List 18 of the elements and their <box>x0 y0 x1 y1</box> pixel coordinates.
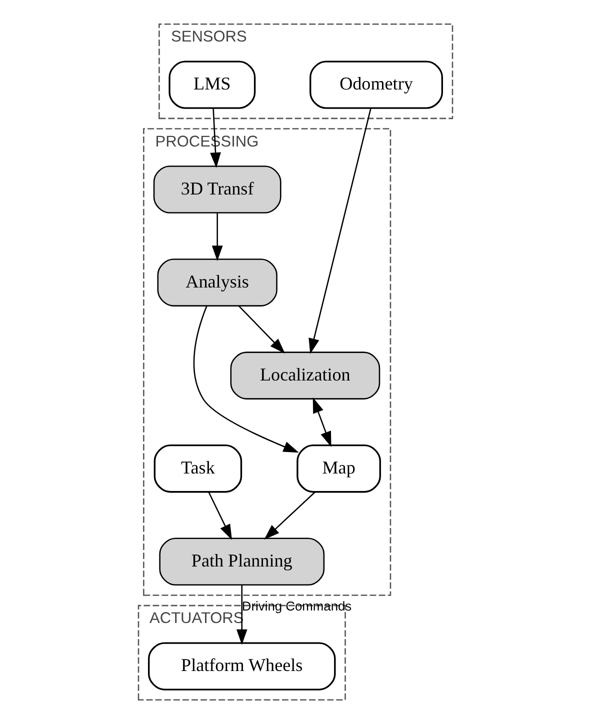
node-box: Odometry <box>309 60 442 109</box>
arrow <box>192 306 298 453</box>
node-box: Map <box>296 444 380 493</box>
arrow <box>208 492 232 540</box>
arrow <box>210 108 220 168</box>
node-box: LMS <box>168 60 256 109</box>
arrow <box>264 492 315 540</box>
node-box: Task <box>153 444 242 493</box>
node-box: 3D Transf <box>152 166 281 214</box>
node-box: Localization <box>230 352 380 400</box>
arrow <box>211 213 222 262</box>
arrow <box>312 397 331 448</box>
node-box: Platform Wheels <box>148 642 336 690</box>
arrow <box>236 585 247 645</box>
arrow <box>308 108 371 354</box>
node-box: Analysis <box>156 258 277 306</box>
arrow <box>238 306 285 354</box>
node-box: Path Planning <box>158 538 324 586</box>
